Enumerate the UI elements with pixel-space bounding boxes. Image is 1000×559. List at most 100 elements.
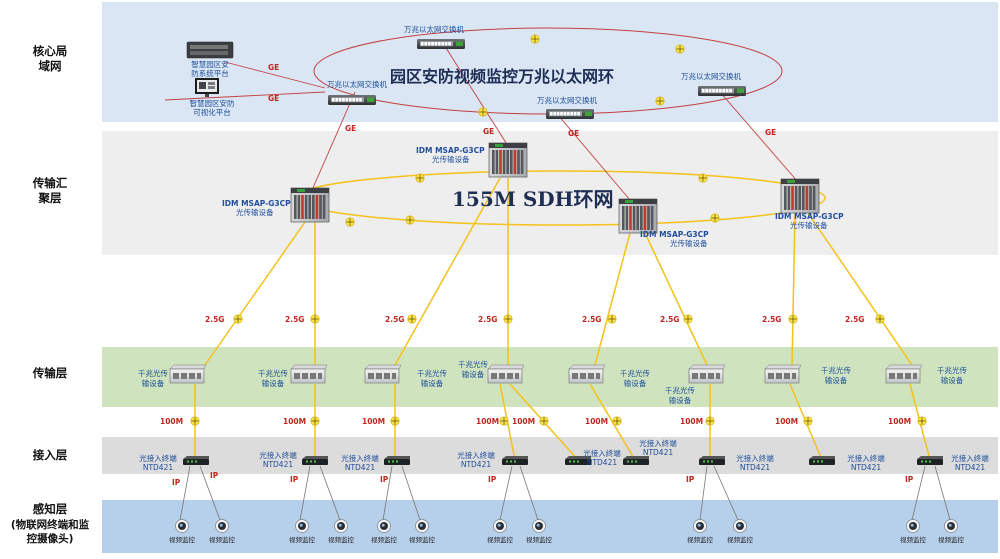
- camera-label: 视频监控: [526, 535, 553, 544]
- ip-links: [179, 465, 951, 521]
- camera-label: 视频监控: [487, 535, 514, 544]
- gigabit-transport-device: [487, 364, 525, 384]
- link-2-5g-label: 2.5G: [582, 315, 601, 324]
- ntd421-terminal: [917, 456, 943, 465]
- gigabit-transport-label: 千兆光传输设备: [620, 368, 650, 388]
- ntd421-terminal: [302, 456, 328, 465]
- link-2-5g-label: 2.5G: [478, 315, 497, 324]
- ntd421-terminal: [502, 456, 528, 465]
- camera-label: 视频监控: [409, 535, 436, 544]
- camera-label: 视频监控: [371, 535, 398, 544]
- sdh-ring-title: 155M SDH环网: [452, 187, 614, 211]
- ntd421-terminal: [384, 456, 410, 465]
- gigabit-transport-label: 千兆光传输设备: [458, 359, 488, 379]
- link-100m-label: 100M: [512, 417, 535, 426]
- link-100m-label: 100M: [775, 417, 798, 426]
- ge-label: GE: [268, 63, 279, 72]
- camera-label: 视频监控: [938, 535, 965, 544]
- gigabit-transport-label: 千兆光传输设备: [417, 368, 447, 388]
- link-2-5g-label: 2.5G: [285, 315, 304, 324]
- msap-model-label: IDM MSAP-G3CP: [775, 212, 844, 221]
- link-100m-label: 100M: [160, 417, 183, 426]
- msap-device-left: [290, 187, 330, 223]
- msap-model-label: IDM MSAP-G3CP: [416, 146, 485, 155]
- camera-label: 视频监控: [727, 535, 754, 544]
- link-100m-label: 100M: [888, 417, 911, 426]
- camera-label: 视频监控: [169, 535, 196, 544]
- gigabit-transport-device: [764, 364, 802, 384]
- ip-label: IP: [905, 475, 914, 484]
- ntd421-terminal: [809, 456, 835, 465]
- link-2-5g-label: 2.5G: [660, 315, 679, 324]
- switch-label: 万兆以太网交换机: [537, 95, 597, 105]
- ethernet-ring-title: 园区安防视频监控万兆以太网环: [390, 67, 614, 86]
- camera-icon: [334, 519, 348, 533]
- switch-label: 万兆以太网交换机: [681, 71, 741, 81]
- core-red-links: [164, 39, 799, 201]
- msap-desc-label: 光传输设备: [670, 238, 708, 248]
- layer-access-label: 接入层: [33, 448, 68, 462]
- camera-icon: [295, 519, 309, 533]
- camera-icon: [215, 519, 229, 533]
- gigabit-transport-device: [885, 364, 923, 384]
- ip-label: IP: [210, 471, 219, 480]
- ge-label: GE: [268, 94, 279, 103]
- ip-label: IP: [488, 475, 497, 484]
- ge-label: GE: [568, 129, 579, 138]
- layer-aggregation-label: 传输汇聚层: [32, 176, 68, 205]
- ethernet-switch-left: [328, 95, 376, 105]
- camera-label: 视频监控: [900, 535, 927, 544]
- ge-label: GE: [345, 124, 356, 133]
- camera-icon: [693, 519, 707, 533]
- ip-label: IP: [686, 475, 695, 484]
- ntd421-terminal: [183, 456, 209, 465]
- msap-device-top: [488, 142, 528, 178]
- layer-transport-label: 传输层: [32, 366, 68, 380]
- gigabit-transport-label: 千兆光传输设备: [821, 365, 851, 385]
- gigabit-transport-device: [364, 364, 402, 384]
- camera-label: 视频监控: [209, 535, 236, 544]
- gigabit-transport-label: 千兆光传输设备: [937, 365, 967, 385]
- camera-icon: [493, 519, 507, 533]
- layer-sensing-label: 感知层(物联网终端和监控摄像头): [11, 502, 90, 545]
- switch-label: 万兆以太网交换机: [404, 24, 464, 34]
- link-2-5g-label: 2.5G: [205, 315, 224, 324]
- link-100m-label: 100M: [680, 417, 703, 426]
- msap-desc-label: 光传输设备: [236, 207, 274, 217]
- ge-label: GE: [483, 127, 494, 136]
- ethernet-switch-top: [417, 39, 465, 49]
- gigabit-transport-label: 千兆光传输设备: [258, 368, 288, 388]
- camera-icon: [415, 519, 429, 533]
- transport-layer-band: [102, 347, 998, 407]
- camera-icon: [377, 519, 391, 533]
- aggregation-layer-band: [102, 131, 998, 255]
- ethernet-switch-right: [698, 86, 746, 96]
- msap-model-label: IDM MSAP-G3CP: [640, 230, 709, 239]
- link-100m-label: 100M: [362, 417, 385, 426]
- ip-label: IP: [290, 475, 299, 484]
- link-100m-label: 100M: [283, 417, 306, 426]
- camera-icon: [733, 519, 747, 533]
- monitor-platform: [195, 78, 219, 97]
- msap-device-right: [780, 178, 820, 214]
- layer-core-label: 核心局域网: [33, 44, 68, 73]
- link-2-5g-label: 2.5G: [762, 315, 781, 324]
- camera-icon: [906, 519, 920, 533]
- gigabit-transport-device: [290, 364, 328, 384]
- monitor-platform-label: 智慧园区安防可视化平台: [190, 98, 235, 117]
- ntd421-terminal: [623, 456, 649, 465]
- camera-icon: [944, 519, 958, 533]
- ntd421-terminal: [699, 456, 725, 465]
- camera-icon: [532, 519, 546, 533]
- msap-desc-label: 光传输设备: [432, 154, 470, 164]
- access-layer-band: [102, 437, 998, 474]
- msap-desc-label: 光传输设备: [790, 220, 828, 230]
